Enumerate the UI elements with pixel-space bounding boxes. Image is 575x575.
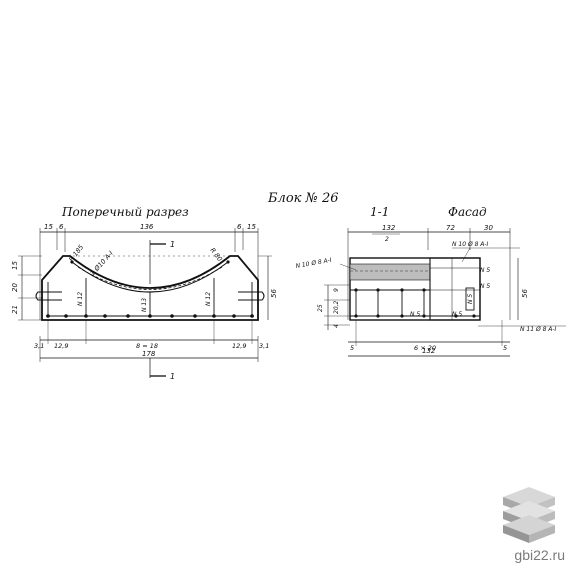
cut-mark-top: 1 <box>170 240 175 249</box>
section-bottom-2: 6 × 20 <box>414 344 436 352</box>
dim-bottom-2: 12,9 <box>54 342 68 350</box>
rebar-label-3: N 12 <box>205 292 212 306</box>
lifting-loop-right <box>238 291 265 301</box>
section-note-5: N 5 <box>480 283 490 290</box>
section-left-3: 9 <box>333 288 340 292</box>
rebar-dots <box>46 260 254 318</box>
section-note-6: N 5 <box>410 311 420 318</box>
section-left-1: 25 <box>317 304 324 312</box>
rebar-label-4: N 13 <box>141 298 148 312</box>
cross-section-heading: Поперечный разрез <box>61 205 189 219</box>
facade-dim-1: 72 <box>446 224 455 232</box>
section-note-1: N 10 Ø 8 A-I <box>295 257 332 270</box>
facade-dim-2: 30 <box>484 224 493 232</box>
dim-top-3: 136 <box>140 223 154 231</box>
dim-top-1: 15 <box>44 223 53 231</box>
section-rebar-dots <box>354 288 476 318</box>
stacked-blocks-logo <box>503 487 555 543</box>
section-left-2: 20,2 <box>333 300 340 314</box>
section-dim-top-half: 2 <box>385 236 389 243</box>
section-note-7: N 5 <box>452 311 462 318</box>
lifting-loop-left <box>35 291 62 301</box>
section-note-8: N 5 <box>467 294 474 304</box>
section-left-4: 4 <box>333 324 340 328</box>
facade-heading: Фасад <box>448 205 487 219</box>
section-heading: 1-1 <box>370 205 389 219</box>
dim-overall: 178 <box>142 350 156 358</box>
section-note-3: N 11 Ø 8 A-I <box>520 326 557 333</box>
section-bottom-1: 5 <box>350 344 354 352</box>
drawing-title: Блок № 26 <box>267 191 339 206</box>
dim-bottom-1: 3,1 <box>34 342 44 350</box>
rebar-label-1: 1 Ø10 A-I <box>89 249 115 277</box>
dim-bottom-5: 3,1 <box>259 342 269 350</box>
dim-top-5: 15 <box>247 223 256 231</box>
dim-left-2: 20 <box>11 283 19 292</box>
section-note-2: N 10 Ø 8 A-I <box>452 241 489 248</box>
radius-label-2: R 80 <box>208 246 223 263</box>
dim-top-4: 6 <box>237 223 242 231</box>
cross-section-view: 15 6 136 6 15 <box>11 223 278 381</box>
section-rebar <box>350 289 480 317</box>
watermark-site[interactable]: gbi22.ru <box>514 547 565 563</box>
section-dim-top: 132 <box>382 224 396 232</box>
section-bottom-3: 5 <box>503 344 507 352</box>
section-note-4: N 5 <box>480 267 490 274</box>
dim-left-1: 15 <box>11 261 19 270</box>
dim-bottom-3: 8 = 18 <box>136 342 158 350</box>
dim-left-3: 21 <box>11 305 19 314</box>
section-overall: 132 <box>422 347 436 355</box>
dim-bottom-4: 12,9 <box>232 342 246 350</box>
cut-mark-bottom: 1 <box>170 372 175 381</box>
rebar-label-2: N 12 <box>77 292 84 306</box>
dim-top-2: 6 <box>59 223 64 231</box>
dim-right: 56 <box>270 289 278 298</box>
section-facade-view: 132 2 72 30 N <box>295 224 566 357</box>
section-right: 56 <box>521 289 529 298</box>
